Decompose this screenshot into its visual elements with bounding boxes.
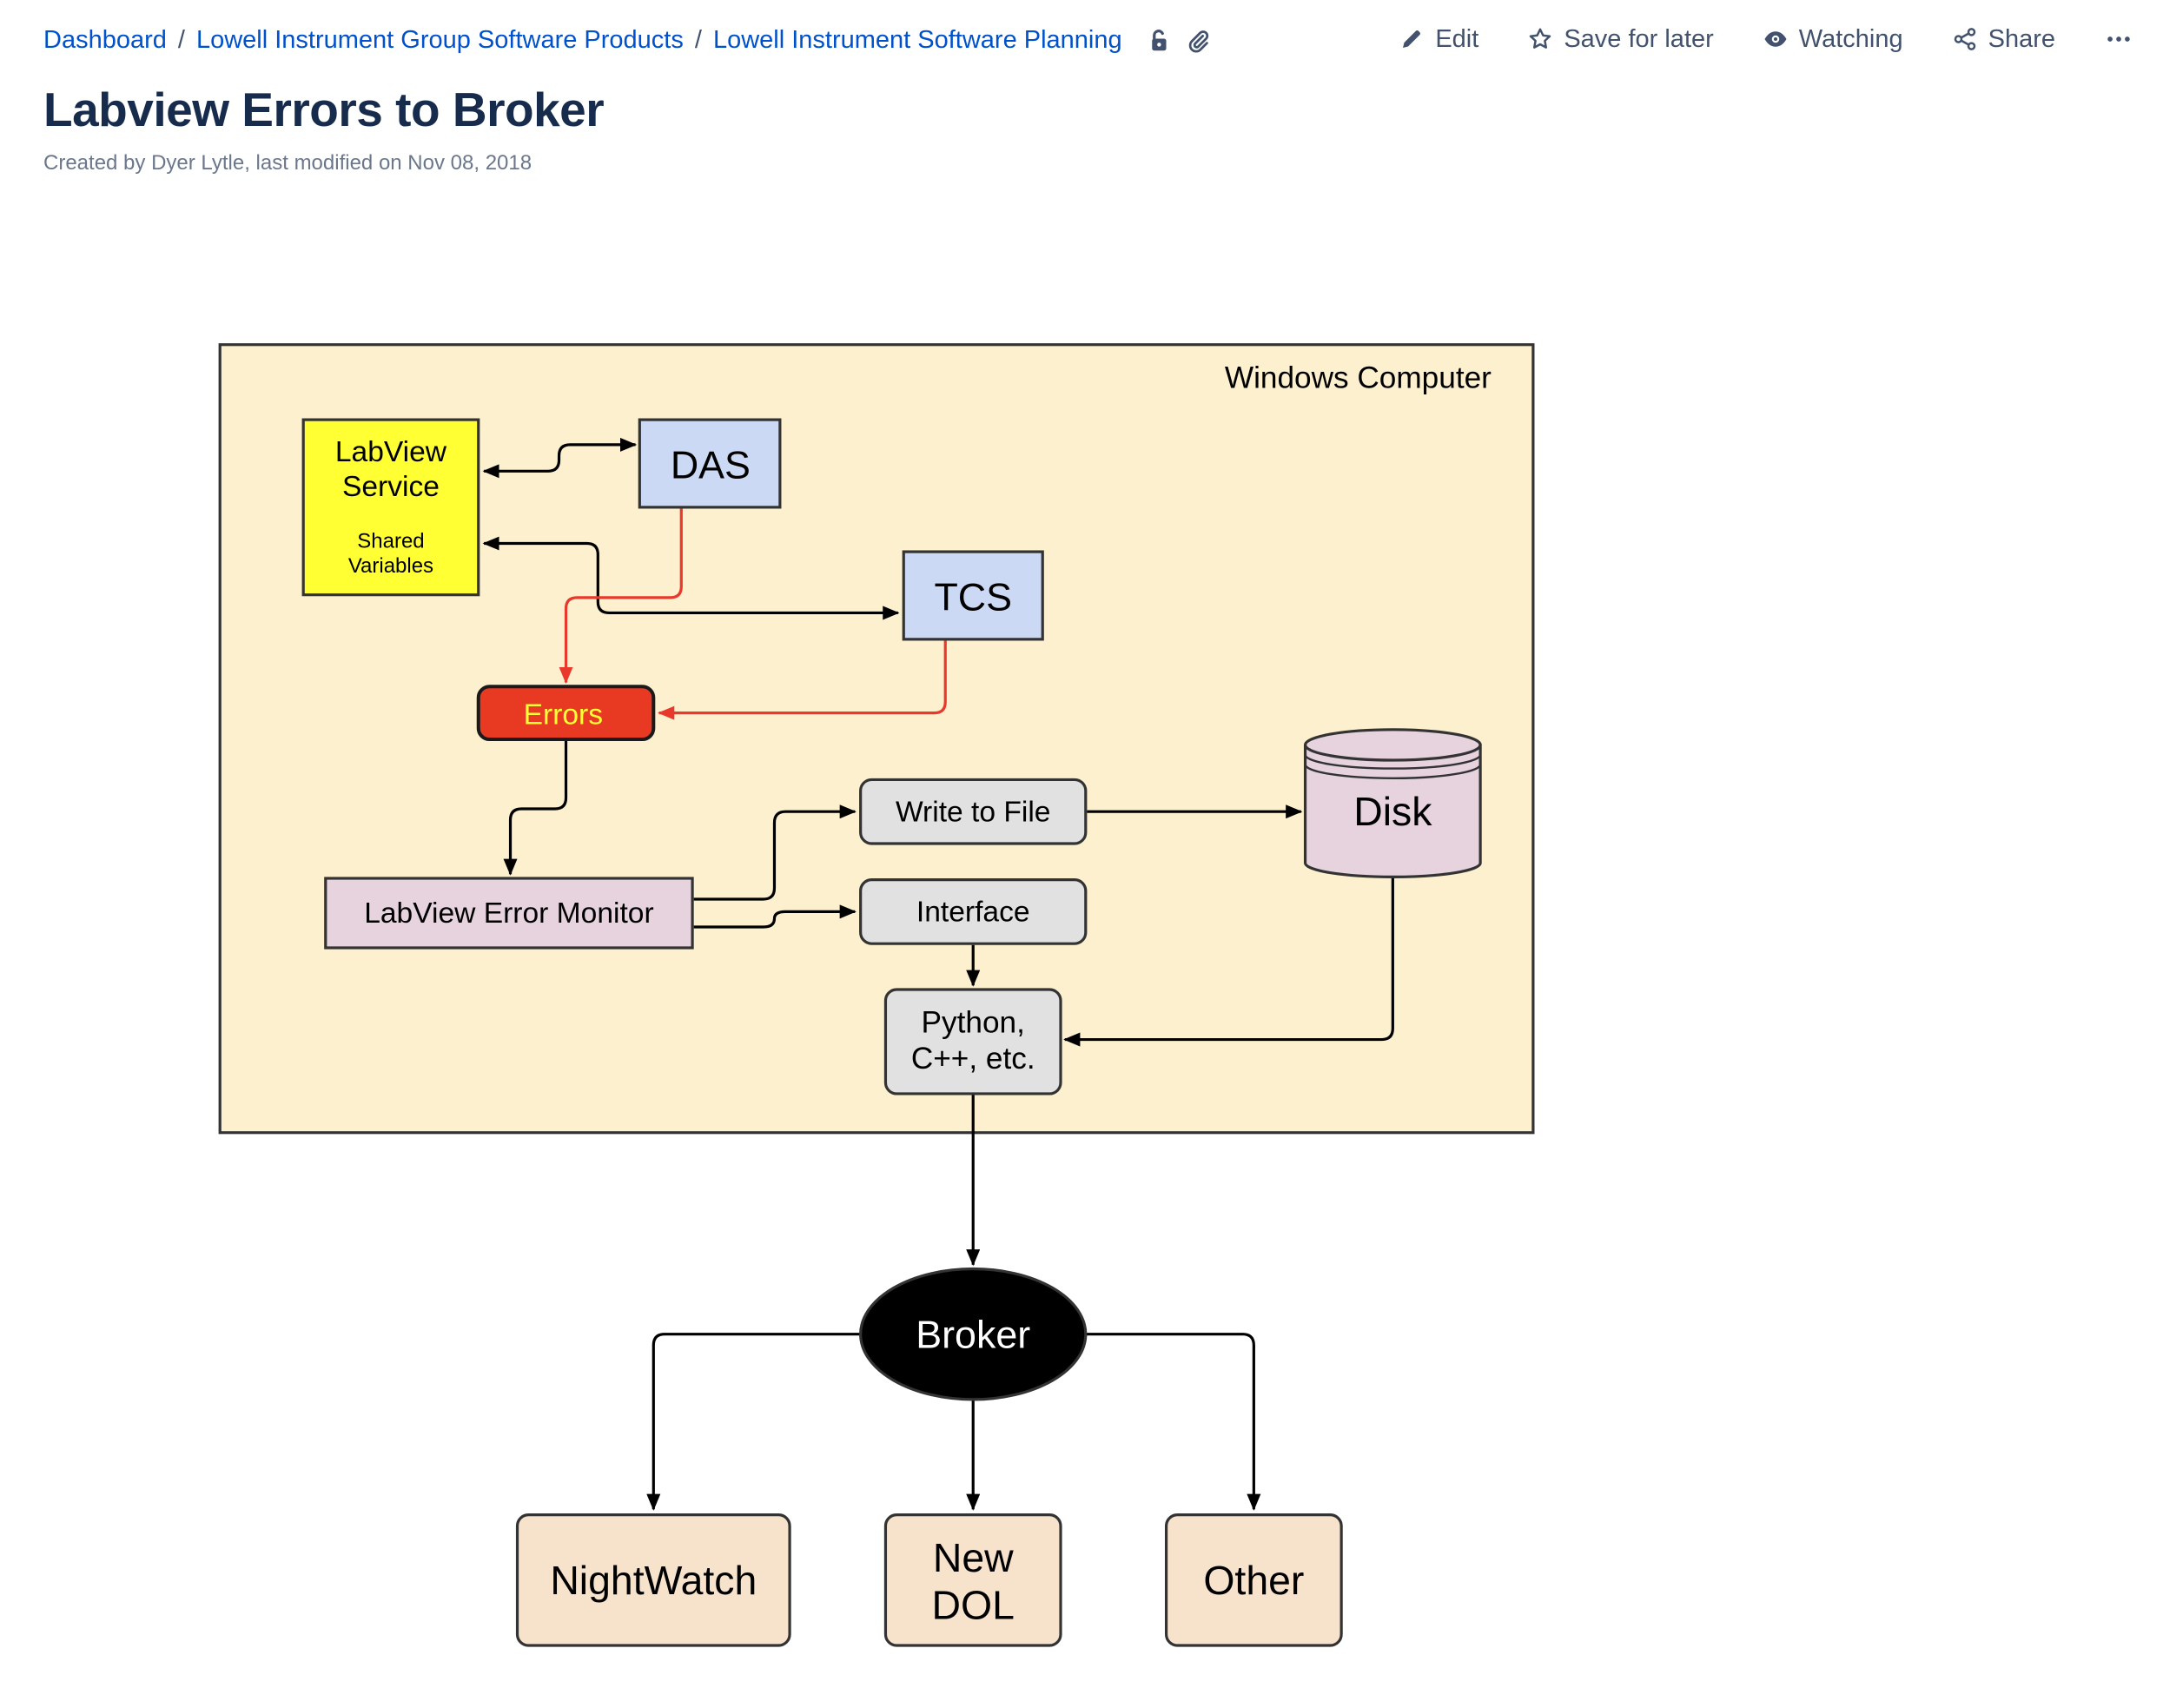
more-actions-button[interactable] <box>2104 24 2133 54</box>
breadcrumb-separator: / <box>694 26 702 54</box>
edit-button[interactable]: Edit <box>1399 25 1478 54</box>
arrow-disk-python <box>1063 877 1394 1047</box>
error-monitor-label: LabView Error Monitor <box>364 897 653 930</box>
more-icon <box>2107 36 2130 42</box>
new-dol-line2: DOL <box>932 1583 1015 1628</box>
labview-service-line2: Service <box>342 471 440 503</box>
other-label: Other <box>1203 1558 1304 1603</box>
node-das: DAS <box>638 418 782 509</box>
save-for-later-label: Save for later <box>1564 24 1714 53</box>
node-disk: Disk <box>1303 728 1482 878</box>
labview-service-line1: LabView <box>335 436 447 468</box>
node-tcs: TCS <box>902 550 1044 641</box>
broker-label: Broker <box>916 1314 1030 1357</box>
watching-button[interactable]: Watching <box>1763 25 1903 54</box>
breadcrumb-parent-page[interactable]: Lowell Instrument Software Planning <box>712 26 1122 54</box>
edit-label: Edit <box>1435 24 1479 53</box>
node-labview-service: LabView Service Shared Variables <box>301 418 480 597</box>
node-errors: Errors <box>476 685 656 742</box>
breadcrumb-separator: / <box>177 26 185 54</box>
node-interface: Interface <box>859 877 1088 945</box>
arrow-broker-other <box>1084 1333 1261 1511</box>
arrow-monitor-interface <box>693 904 857 929</box>
windows-computer-label: Windows Computer <box>1225 361 1492 394</box>
page-header: Dashboard / Lowell Instrument Group Soft… <box>0 0 2163 87</box>
node-other: Other <box>1164 1513 1343 1647</box>
share-button[interactable]: Share <box>1952 25 2055 54</box>
write-to-file-label: Write to File <box>896 796 1051 828</box>
arrow-labview-tcs <box>482 536 900 620</box>
breadcrumb-space[interactable]: Lowell Instrument Group Software Product… <box>195 26 684 54</box>
arrow-monitor-writefile <box>693 804 857 901</box>
arrow-labview-das <box>482 437 638 479</box>
breadcrumb-dashboard[interactable]: Dashboard <box>43 26 167 54</box>
disk-label: Disk <box>1353 789 1432 834</box>
breadcrumb: Dashboard / Lowell Instrument Group Soft… <box>43 26 1211 55</box>
nightwatch-label: NightWatch <box>550 1558 757 1603</box>
save-for-later-button[interactable]: Save for later <box>1527 24 1714 54</box>
arrow-errors-monitor <box>503 740 568 876</box>
interface-label: Interface <box>916 897 1030 929</box>
star-icon <box>1530 28 1551 49</box>
page-actions: Edit Save for later Watching Share <box>1350 24 2133 54</box>
unlock-icon[interactable] <box>1147 28 1173 54</box>
arrow-broker-nightwatch <box>646 1333 863 1511</box>
das-label: DAS <box>671 443 751 487</box>
page-byline: Created by Dyer Lytle, last modified on … <box>43 151 532 175</box>
python-line1: Python, <box>922 1006 1025 1040</box>
page-title: Labview Errors to Broker <box>43 83 605 136</box>
arrow-tcs-errors <box>658 640 947 720</box>
connectors <box>482 437 1394 1511</box>
shared-variables-line1: Shared <box>357 529 424 553</box>
node-broker: Broker <box>859 1267 1088 1401</box>
node-write-to-file: Write to File <box>859 778 1088 845</box>
tcs-label: TCS <box>934 575 1012 619</box>
eye-icon <box>1764 31 1787 47</box>
node-python-cpp: Python, C++, etc. <box>883 988 1062 1096</box>
share-icon <box>1954 28 1975 50</box>
paperclip-icon[interactable] <box>1185 28 1211 54</box>
node-labview-error-monitor: LabView Error Monitor <box>324 877 694 950</box>
share-label: Share <box>1988 24 2055 53</box>
arrow-das-errors <box>559 508 683 685</box>
node-nightwatch: NightWatch <box>515 1513 791 1647</box>
new-dol-line1: New <box>933 1535 1014 1580</box>
errors-label: Errors <box>524 698 603 731</box>
pencil-icon <box>1403 30 1421 48</box>
node-new-dol: New DOL <box>883 1513 1062 1647</box>
shared-variables-line2: Variables <box>348 554 433 578</box>
python-line2: C++, etc. <box>911 1042 1035 1076</box>
watching-label: Watching <box>1798 24 1903 53</box>
